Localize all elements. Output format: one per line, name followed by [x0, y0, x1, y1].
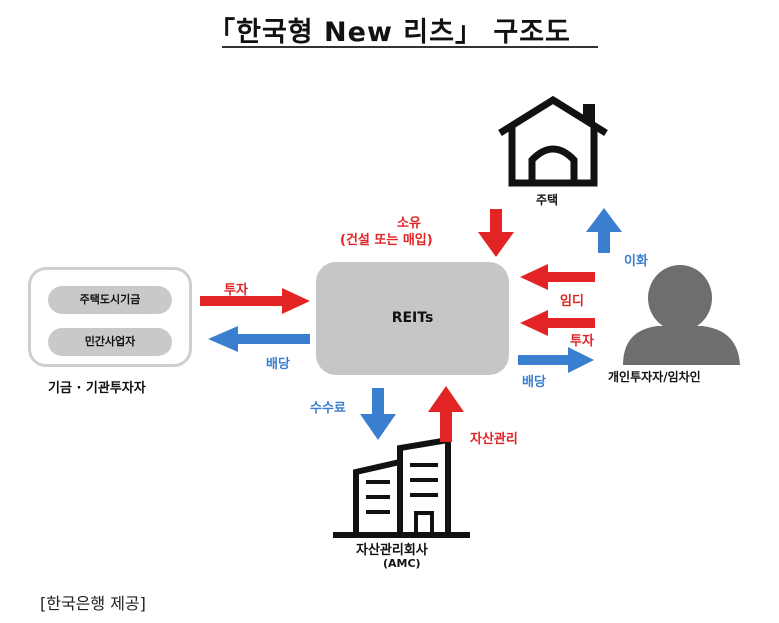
- arrow-fee: [360, 388, 396, 440]
- investors-box: 주택도시기금 민간사업자: [28, 267, 192, 367]
- arrow-rent: [520, 264, 595, 290]
- label-fee: 수수료: [310, 401, 346, 416]
- label-rent: 임디: [560, 294, 584, 309]
- label-dividend-left: 배당: [266, 357, 290, 372]
- investor-item-housing-fund: 주택도시기금: [48, 286, 172, 314]
- label-dividend-right: 배당: [522, 375, 546, 390]
- title-underline: [222, 46, 598, 48]
- source-caption: [한국은행 제공]: [40, 594, 146, 613]
- label-ownership: 소유: [397, 216, 421, 231]
- arrow-dividend-left: [208, 326, 310, 352]
- arrow-invest-left: [200, 288, 310, 314]
- arrow-asset-mgmt: [428, 386, 464, 442]
- arrow-dividend-right: [518, 347, 594, 373]
- amc-sub-caption: (AMC): [383, 557, 421, 570]
- person-caption: 개인투자자/임차인: [608, 370, 701, 384]
- arrow-move-in: [586, 208, 622, 253]
- building-icon: [333, 436, 470, 538]
- label-ownership-sub: (건설 또는 매입): [340, 233, 433, 248]
- label-move-in: 이화: [624, 254, 648, 269]
- diagram-title: 「한국형 New 리츠」 구조도: [208, 17, 571, 48]
- label-invest-left: 투자: [224, 283, 248, 298]
- amc-caption: 자산관리회사: [356, 543, 428, 558]
- investor-item-private-developer: 민간사업자: [48, 328, 172, 356]
- arrow-ownership: [478, 209, 514, 257]
- reits-box: REITs: [316, 262, 509, 375]
- person-icon: [623, 265, 740, 365]
- label-invest-right: 투자: [570, 334, 594, 349]
- arrow-invest-right: [520, 310, 595, 336]
- label-asset-mgmt: 자산관리: [470, 432, 518, 447]
- house-icon: [498, 95, 608, 187]
- house-caption: 주택: [536, 193, 559, 207]
- investors-caption: 기금 · 기관투자자: [48, 381, 146, 396]
